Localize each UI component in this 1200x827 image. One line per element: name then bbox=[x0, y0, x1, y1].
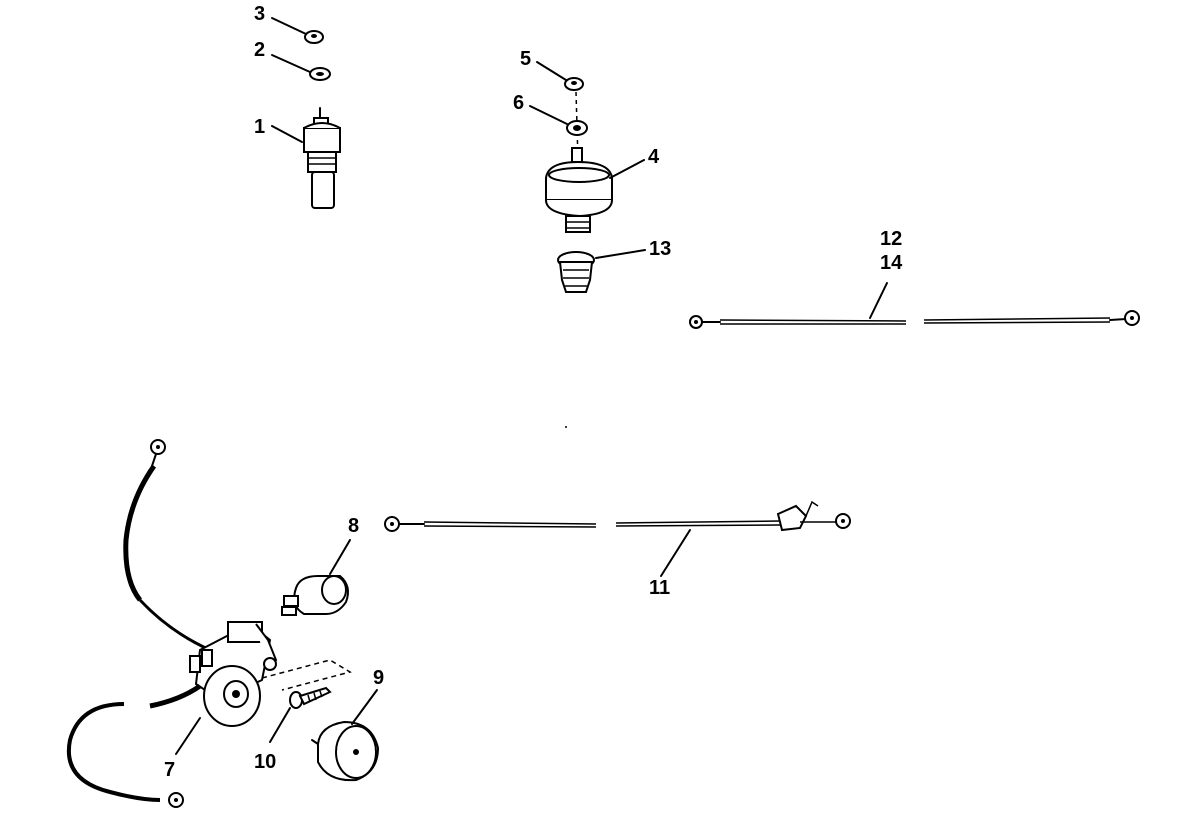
callout-12: 12 bbox=[880, 228, 902, 250]
part-4-pressure-sender bbox=[545, 147, 613, 233]
callout-8: 8 bbox=[348, 515, 359, 537]
part-10-screw bbox=[289, 686, 332, 709]
part-1-sender bbox=[303, 107, 341, 209]
callout-14: 14 bbox=[880, 252, 903, 274]
part-5-nut bbox=[564, 77, 584, 91]
callout-3: 3 bbox=[254, 3, 265, 25]
callout-4: 4 bbox=[648, 146, 660, 168]
leader-lines bbox=[175, 17, 888, 755]
part-9-cap bbox=[311, 720, 380, 782]
part-8-capacitor bbox=[281, 575, 349, 616]
callout-6: 6 bbox=[513, 92, 524, 114]
callout-11: 11 bbox=[649, 577, 670, 599]
callout-1: 1 bbox=[254, 116, 265, 138]
callout-13: 13 bbox=[649, 238, 671, 260]
callout-9: 9 bbox=[373, 667, 384, 689]
part-6-washer bbox=[566, 120, 588, 136]
part-3-nut bbox=[304, 30, 324, 44]
part-2-washer bbox=[309, 67, 331, 81]
callout-10: 10 bbox=[254, 751, 276, 773]
part-11-wire bbox=[384, 500, 851, 532]
part-7-assembly bbox=[66, 439, 352, 808]
callout-2: 2 bbox=[254, 39, 265, 61]
speck bbox=[565, 426, 567, 428]
callout-5: 5 bbox=[520, 48, 531, 70]
part-13-adapter bbox=[557, 251, 595, 293]
callout-7: 7 bbox=[164, 759, 175, 781]
callout-labels: 3 2 1 5 6 4 13 12 14 8 11 9 7 10 bbox=[164, 3, 903, 781]
part-12-14-wire bbox=[689, 310, 1140, 329]
